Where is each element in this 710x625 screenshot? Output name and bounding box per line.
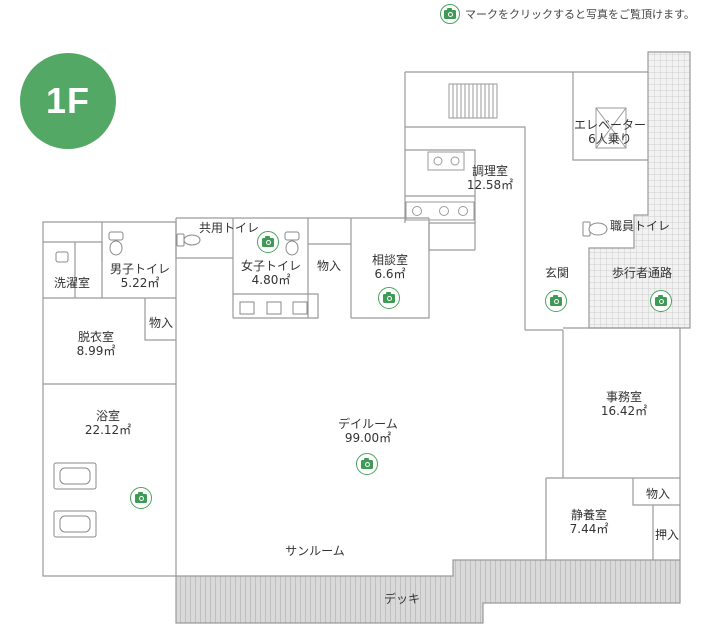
room-name: 物入 [316, 259, 341, 273]
room-area: 12.58㎡ [466, 178, 514, 192]
camera-icon-shared-toilet[interactable] [257, 231, 279, 253]
camera-icon-entrance[interactable] [545, 290, 567, 312]
room-staff-toilet: 職員トイレ [607, 219, 673, 233]
photo-hint: マークをクリックすると写真をご覧頂けます。 [440, 4, 695, 24]
room-elevator: エレベーター 6人乗り [571, 118, 649, 146]
room-name: 相談室 [371, 253, 408, 267]
room-mens-toilet: 男子トイレ 5.22㎡ [104, 262, 176, 290]
room-name: 職員トイレ [609, 219, 670, 233]
room-area: 4.80㎡ [251, 273, 291, 287]
room-deck: デッキ [372, 592, 432, 606]
room-name: 女子トイレ [240, 259, 301, 273]
room-storage-right: 物入 [638, 487, 678, 501]
room-name: デイルーム [338, 417, 398, 431]
room-consultation: 相談室 6.6㎡ [355, 253, 425, 281]
room-office: 事務室 16.42㎡ [586, 390, 662, 418]
room-womens-toilet: 女子トイレ 4.80㎡ [235, 259, 307, 287]
room-name: 調理室 [471, 164, 508, 178]
room-rest-room: 静養室 7.44㎡ [556, 508, 622, 536]
room-name: サンルーム [285, 544, 345, 558]
room-name: 洗濯室 [53, 276, 90, 290]
room-area: 22.12㎡ [84, 423, 132, 437]
room-area: 16.42㎡ [600, 404, 648, 418]
room-storage-center: 物入 [309, 259, 349, 273]
room-area: 7.44㎡ [569, 522, 609, 536]
room-walkway: 歩行者通路 [602, 266, 682, 280]
room-name: 歩行者通路 [611, 266, 672, 280]
room-name: 脱衣室 [77, 330, 114, 344]
walkway-area [588, 51, 691, 329]
room-closet: 押入 [654, 528, 680, 542]
photo-hint-text: マークをクリックすると写真をご覧頂けます。 [465, 8, 695, 21]
room-shared-toilet: 共用トイレ [196, 221, 262, 235]
room-kitchen: 調理室 12.58㎡ [455, 164, 525, 192]
room-changing: 脱衣室 8.99㎡ [58, 330, 134, 358]
room-laundry: 洗濯室 [47, 276, 97, 290]
room-name: 物入 [148, 316, 173, 330]
room-name: 静養室 [570, 508, 607, 522]
room-detail: 6人乗り [588, 132, 632, 146]
camera-icon-consultation[interactable] [378, 287, 400, 309]
room-name: 浴室 [95, 409, 120, 423]
room-name: 玄関 [544, 266, 569, 280]
room-area: 99.00㎡ [344, 431, 392, 445]
camera-icon-bath[interactable] [130, 487, 152, 509]
deck-area [175, 559, 681, 624]
room-name: 男子トイレ [109, 262, 170, 276]
room-storage-left: 物入 [146, 316, 176, 330]
room-area: 8.99㎡ [76, 344, 116, 358]
room-entrance: 玄関 [530, 266, 584, 280]
floor-badge: 1F [20, 53, 116, 149]
room-bath: 浴室 22.12㎡ [70, 409, 146, 437]
camera-icon [440, 4, 460, 24]
room-area: 5.22㎡ [120, 276, 160, 290]
room-name: デッキ [383, 592, 420, 606]
room-area: 6.6㎡ [374, 267, 406, 281]
camera-icon-dayroom[interactable] [356, 453, 378, 475]
room-dayroom: デイルーム 99.00㎡ [328, 417, 408, 445]
room-name: 共用トイレ [198, 221, 259, 235]
room-name: 押入 [654, 528, 679, 542]
room-name: 事務室 [605, 390, 642, 404]
camera-icon-walkway[interactable] [650, 290, 672, 312]
room-name: 物入 [645, 487, 670, 501]
room-sunroom: サンルーム [270, 544, 360, 558]
room-name: エレベーター [573, 118, 646, 132]
